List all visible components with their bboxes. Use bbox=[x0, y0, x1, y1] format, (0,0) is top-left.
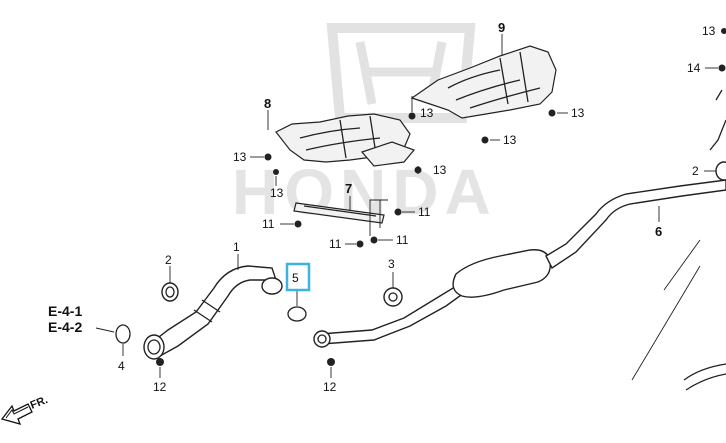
callout-13-g[interactable]: 13 bbox=[702, 24, 716, 38]
part-2-hanger-rubber-right[interactable] bbox=[715, 161, 726, 181]
bolt-13-c-icon bbox=[408, 112, 416, 120]
bolt-13-b-icon bbox=[273, 169, 279, 175]
callout-13-b[interactable]: 13 bbox=[270, 186, 284, 200]
bolt-11-a-icon bbox=[294, 220, 302, 228]
callout-12-a[interactable]: 12 bbox=[153, 380, 167, 394]
callout-14[interactable]: 14 bbox=[687, 61, 701, 75]
part-5-gasket[interactable] bbox=[287, 306, 307, 322]
part-9-heat-shield-upper[interactable] bbox=[410, 45, 557, 119]
callout-3[interactable]: 3 bbox=[388, 257, 395, 271]
highlight-box-5 bbox=[285, 262, 311, 292]
callout-2-b[interactable]: 2 bbox=[692, 164, 699, 178]
callout-13-c[interactable]: 13 bbox=[420, 106, 434, 120]
part-8-heat-shield[interactable] bbox=[275, 113, 416, 167]
callout-1[interactable]: 1 bbox=[233, 240, 240, 254]
part-2-hanger-rubber-left[interactable] bbox=[161, 282, 179, 302]
part-4-gasket[interactable] bbox=[115, 324, 131, 344]
callout-5[interactable]: 5 bbox=[292, 271, 299, 285]
part-7-bracket-plate[interactable] bbox=[293, 202, 385, 224]
callout-12-b[interactable]: 12 bbox=[323, 380, 337, 394]
reference-leader bbox=[95, 327, 115, 333]
callout-13-d[interactable]: 13 bbox=[503, 133, 517, 147]
part-3-hanger-rubber[interactable] bbox=[383, 287, 403, 307]
nut-12-b-icon bbox=[327, 358, 335, 366]
nut-12-a-icon bbox=[156, 358, 164, 366]
callout-13-a[interactable]: 13 bbox=[233, 150, 247, 164]
front-direction-arrow-icon bbox=[0, 403, 33, 425]
part-1-front-pipe[interactable] bbox=[143, 265, 283, 360]
callout-11-d[interactable]: 11 bbox=[418, 205, 431, 219]
callout-9[interactable]: 9 bbox=[498, 20, 505, 35]
reference-e-4-1[interactable]: E-4-1 bbox=[48, 303, 82, 319]
part-6-center-pipe-muffler[interactable] bbox=[313, 179, 726, 348]
partial-tailpipe-right bbox=[631, 89, 726, 391]
bolt-13-d-icon bbox=[481, 136, 489, 144]
bolt-14-icon bbox=[718, 64, 726, 72]
callout-7[interactable]: 7 bbox=[345, 181, 352, 196]
callout-6[interactable]: 6 bbox=[655, 224, 662, 239]
bolt-11-c-icon bbox=[370, 236, 378, 244]
bracket-lines bbox=[369, 199, 388, 236]
front-direction-label: FR. bbox=[29, 394, 50, 412]
reference-e-4-2[interactable]: E-4-2 bbox=[48, 319, 82, 335]
callout-13-f[interactable]: 13 bbox=[433, 163, 447, 177]
callout-11-b[interactable]: 11 bbox=[329, 237, 342, 251]
bolt-13-e-icon bbox=[548, 109, 556, 117]
bolt-11-d-icon bbox=[394, 208, 402, 216]
callout-2-a[interactable]: 2 bbox=[165, 253, 172, 267]
callout-8[interactable]: 8 bbox=[264, 96, 271, 111]
callout-13-e[interactable]: 13 bbox=[571, 106, 585, 120]
bolt-13-g-icon bbox=[721, 28, 726, 34]
callout-4[interactable]: 4 bbox=[118, 359, 125, 373]
callout-11-c[interactable]: 11 bbox=[396, 233, 409, 247]
bolt-13-a-icon bbox=[264, 153, 272, 161]
bolt-11-b-icon bbox=[356, 240, 364, 248]
callout-11-a[interactable]: 11 bbox=[262, 217, 275, 231]
